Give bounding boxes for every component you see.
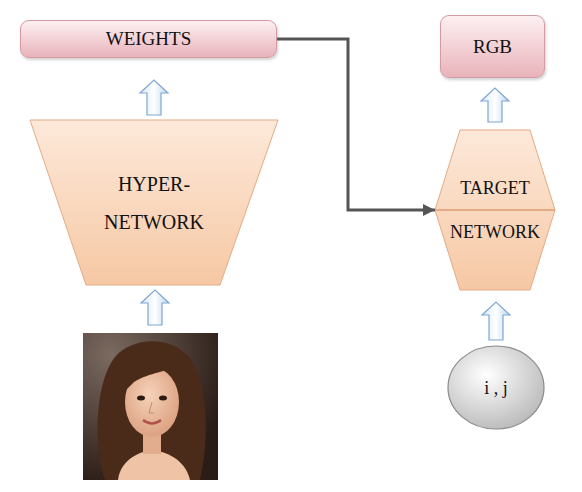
block-arrow — [482, 302, 510, 340]
photo-smile — [143, 420, 161, 424]
network-block: TARGET NETWORK — [435, 130, 555, 290]
photo-eye — [159, 396, 167, 401]
input-ellipse: i , j — [447, 345, 545, 430]
node-label: HYPER- NETWORK — [99, 165, 209, 241]
block-arrow — [481, 88, 509, 122]
block-arrow — [140, 80, 168, 115]
divider-line — [435, 209, 555, 211]
node-label: WEIGHTS — [106, 28, 191, 50]
weight-connector — [277, 39, 435, 210]
photo-shoulders — [118, 450, 190, 480]
node-label: i , j — [484, 377, 508, 399]
photo-fringe — [124, 359, 176, 392]
trapezoid-shape — [30, 120, 278, 285]
output-box: RGB — [440, 15, 545, 78]
network-block-outline — [435, 130, 555, 290]
photo-background — [83, 333, 218, 480]
ellipse-shape — [448, 346, 544, 429]
node-label: RGB — [473, 36, 512, 58]
output-box: WEIGHTS — [20, 20, 277, 58]
input-photo — [83, 333, 218, 480]
photo-nose — [149, 402, 154, 413]
hexagon-shape — [435, 130, 555, 290]
input-arrow — [141, 290, 169, 325]
node-label: TARGET NETWORK — [440, 166, 550, 254]
photo-hair — [98, 341, 206, 480]
network-block-outline — [30, 120, 278, 285]
photo-eye — [137, 396, 145, 401]
network-block: HYPER- NETWORK — [30, 120, 278, 285]
